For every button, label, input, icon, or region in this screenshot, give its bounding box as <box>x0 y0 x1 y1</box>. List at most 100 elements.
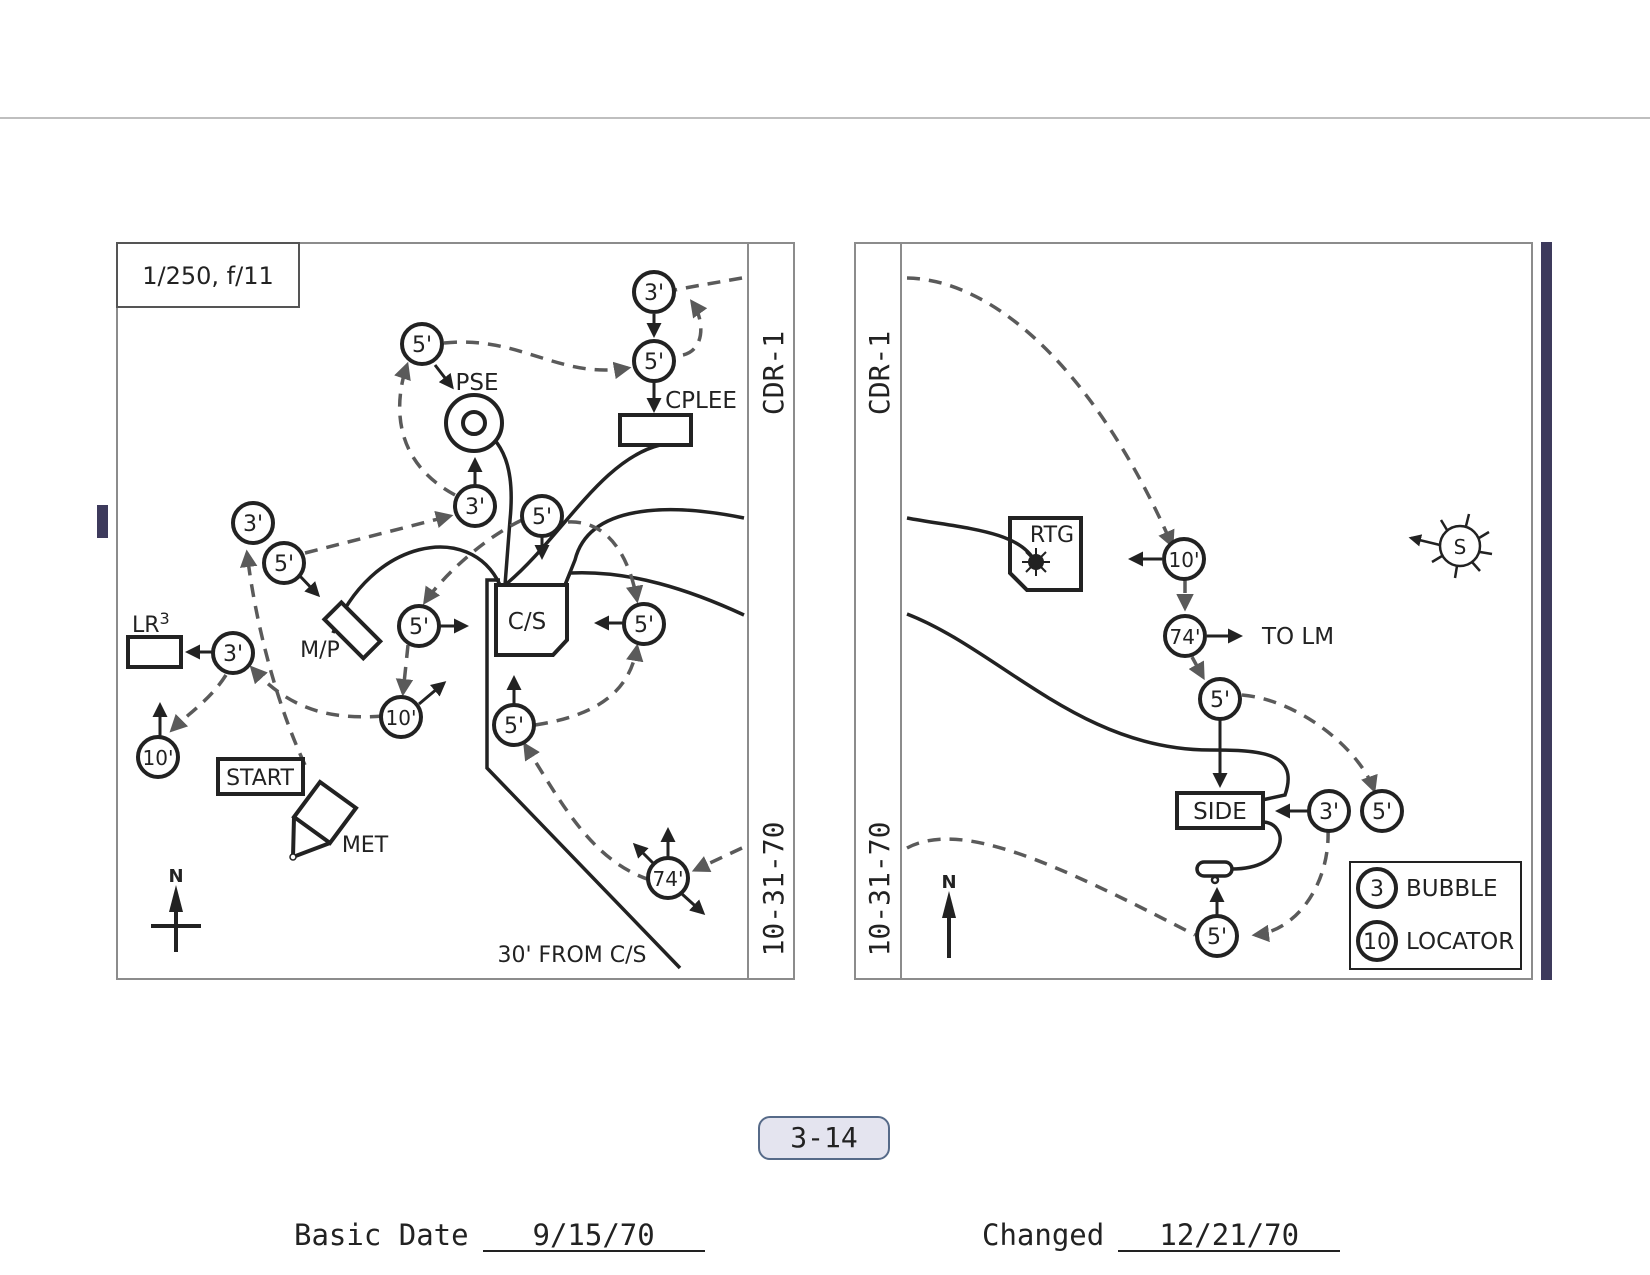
header-rule <box>0 117 1650 119</box>
right-cables <box>906 516 1290 871</box>
station-circle-icon <box>397 604 441 648</box>
station-circle-icon <box>1195 914 1239 958</box>
cable-side-in <box>906 612 1290 802</box>
rtg-instrument: RTG <box>1008 516 1083 592</box>
station-distance-label: 10' <box>143 746 174 770</box>
photo-station-marker: 5' <box>622 602 666 646</box>
left-north-arrow: N <box>151 866 201 952</box>
sun-icon: S <box>1408 513 1493 579</box>
right-margin-top-label: CDR-1 <box>863 331 896 415</box>
photo-station-marker: 74' <box>1163 614 1207 658</box>
right-panel: CDR-1 10-31-70 RTG <box>854 242 1533 980</box>
station-circle-icon <box>632 339 676 383</box>
photo-station-marker: 3' <box>231 501 275 545</box>
photo-station-marker: 3' <box>453 484 497 528</box>
cable-rtg <box>906 516 1037 563</box>
mp-label: M/P <box>300 638 340 663</box>
photo-station-marker: 5' <box>1195 914 1239 958</box>
left-markers: 5'3'5'3'5'3'5'3'5'5'10'10'5'74' <box>136 270 690 900</box>
legend-symbol: 3 <box>1370 877 1384 902</box>
left-margin-tab <box>97 505 108 538</box>
left-traverse <box>169 276 743 882</box>
cplee-label: CPLEE <box>665 388 737 414</box>
photo-station-marker: 10' <box>136 735 180 779</box>
station-circle-icon <box>1360 789 1404 833</box>
legend-label: BUBBLE <box>1406 876 1498 902</box>
station-circle-icon <box>400 322 444 366</box>
pse-instrument: PSE <box>444 370 504 453</box>
station-distance-label: 3' <box>1319 800 1339 825</box>
left-margin-bottom-label: 10-31-70 <box>757 822 790 957</box>
station-distance-label: 5' <box>634 613 654 638</box>
station-distance-label: 3' <box>223 642 243 667</box>
station-distance-label: 74' <box>653 867 684 891</box>
station-circle-icon <box>136 735 180 779</box>
station-circle-icon <box>262 541 306 585</box>
bubble-symbol-icon <box>1356 867 1398 909</box>
legend-item-locator: 10 LOCATOR <box>1356 920 1514 962</box>
photo-station-marker: 74' <box>646 856 690 900</box>
cs-label: C/S <box>508 609 546 635</box>
north-label: N <box>941 872 956 893</box>
locator-symbol-icon <box>1356 920 1398 962</box>
right-margin-bar <box>1541 242 1552 980</box>
pse-label: PSE <box>455 370 498 396</box>
start-label: START <box>226 766 294 791</box>
station-distance-label: 5' <box>1210 688 1230 713</box>
cable-cplee <box>503 443 661 587</box>
station-circle-icon <box>492 703 536 747</box>
photo-station-marker: 5' <box>262 541 306 585</box>
right-north-arrow: N <box>941 872 957 958</box>
right-direction-arrows <box>1128 551 1308 915</box>
side-label: SIDE <box>1193 799 1247 825</box>
photo-station-marker: 5' <box>492 703 536 747</box>
cable-east-1 <box>563 508 745 586</box>
side-box <box>1175 791 1265 830</box>
station-circle-icon <box>379 695 423 739</box>
right-panel-frame <box>854 242 1533 980</box>
station-circle-icon <box>632 270 676 314</box>
cplee-instrument: CPLEE <box>618 388 737 447</box>
station-distance-label: 3' <box>243 512 263 537</box>
right-markers: 10'74'5'3'5'5' <box>1162 537 1404 958</box>
svg-text:LR3: LR3 <box>132 609 170 638</box>
station-distance-label: 5' <box>1207 925 1227 950</box>
station-distance-label: 74' <box>1170 625 1201 649</box>
lr3-box <box>126 635 183 669</box>
station-circle-icon <box>646 856 690 900</box>
left-direction-arrows <box>152 314 706 916</box>
legend-item-bubble: 3 BUBBLE <box>1356 867 1498 909</box>
met-label: MET <box>342 833 389 858</box>
from-cs-label: 30' FROM C/S <box>497 943 646 968</box>
side-instrument: SIDE <box>1175 791 1265 830</box>
exposure-label: 1/250, f/11 <box>142 262 274 290</box>
photo-station-marker: 5' <box>400 322 444 366</box>
changed-date-label: Changed <box>982 1218 1105 1252</box>
station-circle-icon <box>231 501 275 545</box>
cable-east-2 <box>563 570 745 617</box>
exposure-box <box>116 242 300 308</box>
rtg-box <box>1008 516 1083 592</box>
station-distance-label: 5' <box>504 714 524 739</box>
station-circle-icon <box>1163 614 1207 658</box>
station-distance-label: 5' <box>412 333 432 358</box>
left-margin-top-label: CDR-1 <box>757 331 790 415</box>
station-distance-label: 10' <box>386 706 417 730</box>
lr3-label: LR <box>132 613 160 638</box>
north-arrow-head <box>169 885 183 912</box>
photo-station-marker: 10' <box>379 695 423 739</box>
basic-date-label: Basic Date <box>294 1218 469 1252</box>
station-circle-icon <box>622 602 666 646</box>
sun-label: S <box>1454 535 1467 559</box>
station-circle-icon <box>520 494 564 538</box>
photo-station-marker: 3' <box>1307 789 1351 833</box>
cable-side-out <box>1229 820 1282 871</box>
station-distance-label: 5' <box>409 615 429 640</box>
north-arrow-head <box>942 891 956 918</box>
rtg-star-icon <box>1022 548 1050 576</box>
station-distance-label: 5' <box>274 552 294 577</box>
station-circle-icon <box>1198 677 1242 721</box>
basic-date-value: 9/15/70 <box>482 1220 705 1252</box>
station-circle-icon <box>1307 789 1351 833</box>
